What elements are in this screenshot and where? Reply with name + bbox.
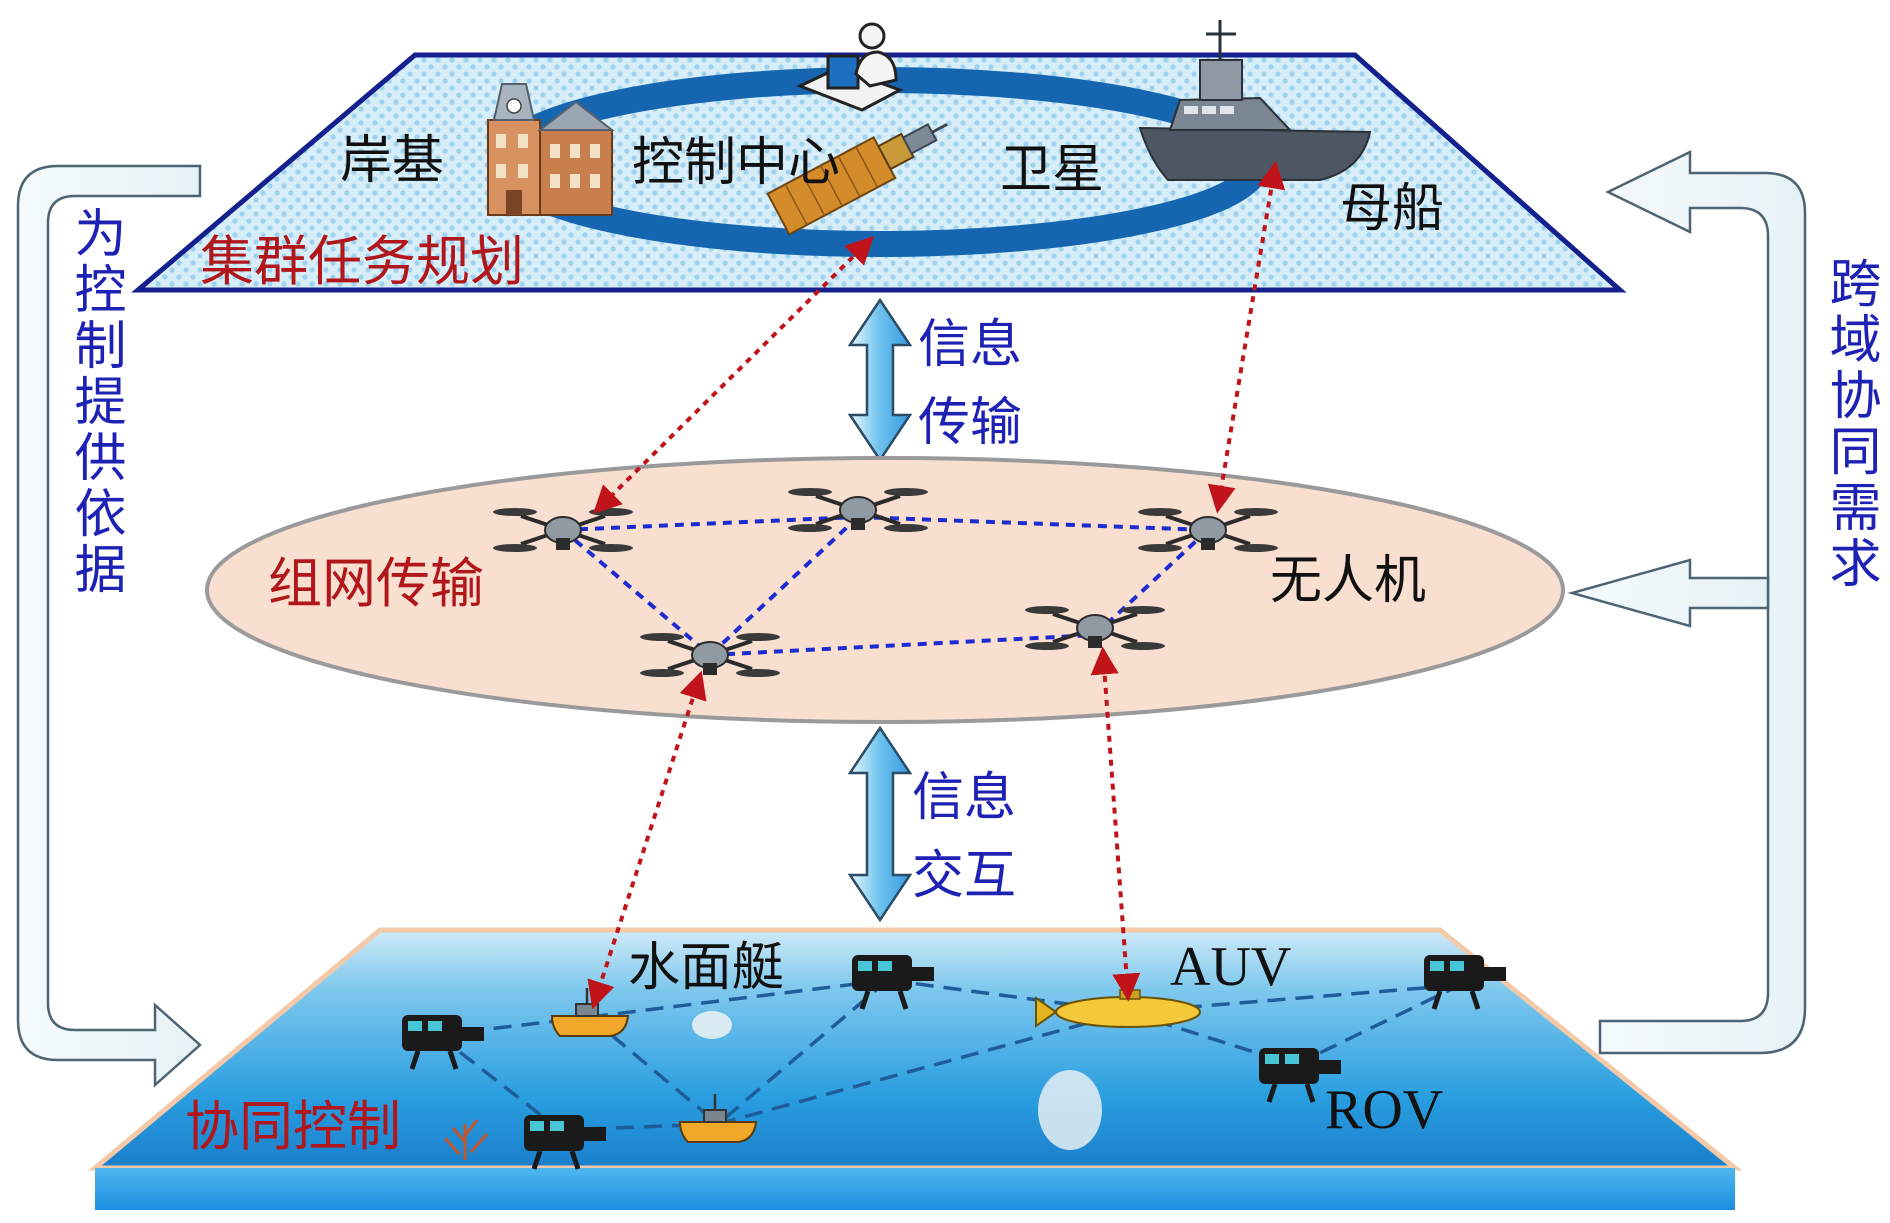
uav-mesh-links xyxy=(561,515,1210,657)
rov-icon xyxy=(524,1115,606,1170)
info-transmission-label-line1: 信息 xyxy=(918,315,1022,375)
rov-label: ROV xyxy=(1325,1079,1443,1141)
left-vertical-label: 为控制提供依据 xyxy=(65,206,125,598)
bottom-layer-title: 协同控制 xyxy=(185,1095,401,1158)
right-feedback-arrow xyxy=(1567,149,1807,1055)
rov-icon xyxy=(852,955,934,1010)
mother-ship-icon xyxy=(1138,20,1372,181)
mother-ship-label: 母船 xyxy=(1340,179,1444,239)
satellite-label: 卫星 xyxy=(1000,140,1104,200)
ship-uav-link xyxy=(1207,160,1286,514)
uav-label: 无人机 xyxy=(1270,551,1426,611)
right-vertical-label: 跨域协同需求 xyxy=(1820,256,1880,592)
info-transmission-arrow xyxy=(847,297,913,463)
control-center-icon xyxy=(796,22,904,112)
rov-icon xyxy=(1424,955,1506,1010)
left-feedback-arrow xyxy=(16,164,202,1088)
auv-label: AUV xyxy=(1170,936,1291,998)
rov-icon xyxy=(1259,1048,1341,1103)
usv-boat-icon xyxy=(678,1094,758,1143)
coral-icon xyxy=(443,1119,489,1160)
info-exchange-arrow xyxy=(847,725,913,923)
bottom-layer-plane xyxy=(88,927,1743,1210)
uav-drone xyxy=(493,508,633,552)
uav-usv-link xyxy=(587,670,707,1010)
control-center-label: 控制中心 xyxy=(632,133,840,193)
top-layer-title: 集群任务规划 xyxy=(200,230,524,293)
info-exchange-label-line2: 交互 xyxy=(912,846,1016,906)
shore-base-label: 岸基 xyxy=(340,131,444,191)
usv-label: 水面艇 xyxy=(628,938,784,998)
uav-drone xyxy=(1025,606,1165,650)
satellite-uav-link xyxy=(593,236,874,514)
shore-base-icon xyxy=(487,83,615,216)
info-transmission-label-line2: 传输 xyxy=(918,393,1022,453)
info-exchange-label-line1: 信息 xyxy=(912,768,1016,828)
rov-icon xyxy=(402,1015,484,1070)
uav-drone xyxy=(1138,508,1278,552)
uav-auv-link xyxy=(1090,646,1141,1002)
middle-layer-title: 组网传输 xyxy=(268,552,484,615)
satellite-icon xyxy=(766,123,948,236)
